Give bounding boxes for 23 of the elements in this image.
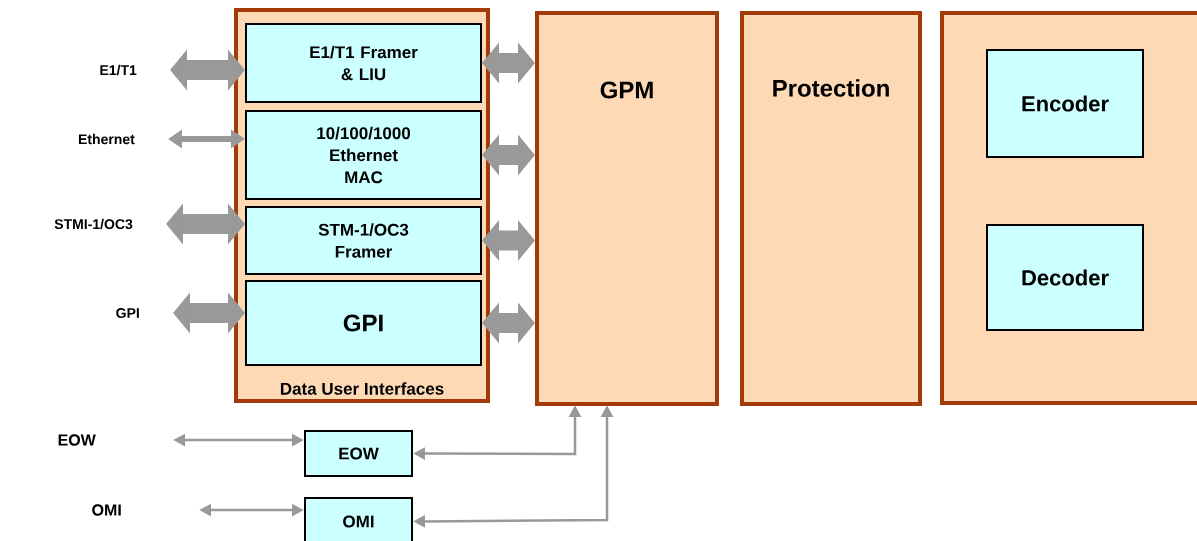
module-box: E1/T1 Framer & LIU [245,23,482,103]
port-label: EOW [58,434,96,446]
port-label: GPI [116,308,139,318]
double-arrow [482,42,535,84]
double-arrow [170,49,245,91]
module-box: STM-1/OC3 Framer [245,206,482,275]
port-label: Ethernet [78,133,135,145]
module-box: 10/100/1000 Ethernet MAC [245,110,482,200]
module-box: GPI [245,280,482,366]
panel: GPM [535,11,719,406]
double-arrow [482,220,535,261]
module-box: EOW [304,430,413,477]
double-arrow [173,292,245,334]
module-box: Encoder [986,49,1144,158]
port-label: STMI-1/OC3 [54,218,133,230]
module-box: OMI [304,497,413,541]
module-box: Decoder [986,224,1144,331]
port-label: OMI [92,504,121,516]
panel: Protection [740,11,922,406]
double-arrow [482,134,535,176]
port-label: E1/T1 [100,64,137,76]
double-arrow [482,302,535,344]
double-arrow [166,203,245,245]
